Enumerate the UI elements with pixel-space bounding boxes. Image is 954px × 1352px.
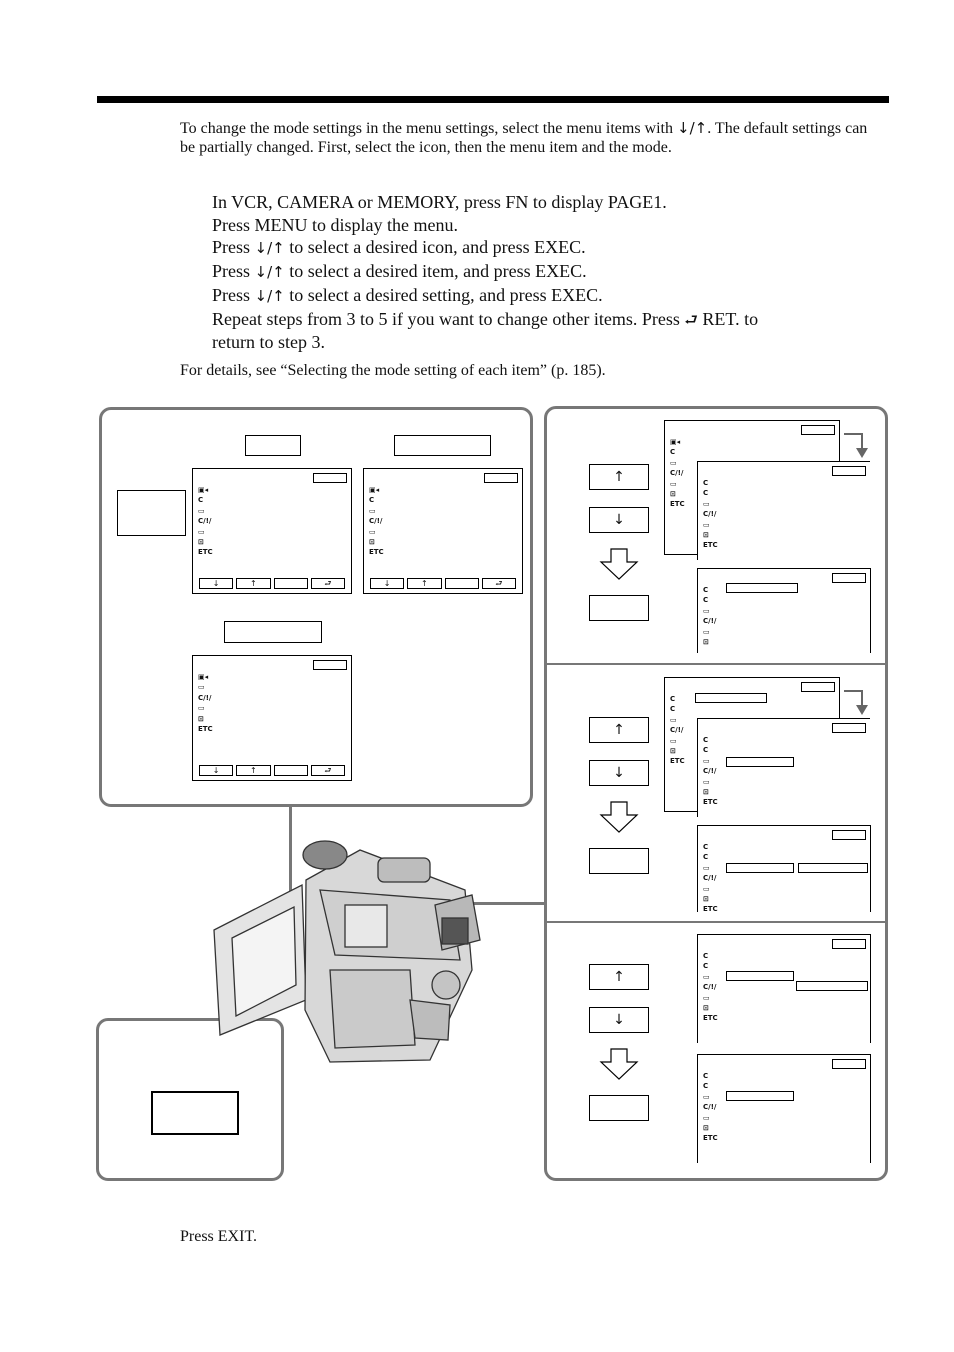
down-up-arrows-icon: ↓/↑ bbox=[254, 263, 285, 282]
step-5: Press ↓/↑ to select a desired setting, a… bbox=[212, 284, 603, 305]
up-button[interactable]: ↑ bbox=[589, 464, 649, 490]
corner-arrow-icon bbox=[844, 433, 868, 458]
return-button[interactable]: ⮐ bbox=[310, 578, 345, 589]
down-button[interactable]: ↓ bbox=[589, 1007, 649, 1033]
return-button[interactable]: ⮐ bbox=[310, 765, 345, 776]
lcd-menu-screen: ▣◂C▭ C/!/▭⊡ETC ↓↑ ⮐ bbox=[363, 468, 523, 594]
down-up-arrows-icon: ↓/↑ bbox=[254, 239, 285, 258]
return-button[interactable]: ⮐ bbox=[481, 578, 516, 589]
lcd-menu-screen: ▣◂▭C/!/ ▭⊡ETC ↓↑ ⮐ bbox=[192, 655, 352, 781]
step-6-cont: return to step 3. bbox=[212, 332, 325, 353]
up-button[interactable]: ↑ bbox=[236, 578, 271, 589]
step-6: Repeat steps from 3 to 5 if you want to … bbox=[212, 308, 759, 329]
down-button[interactable]: ↓ bbox=[370, 578, 405, 589]
divider bbox=[547, 663, 885, 665]
connector-line bbox=[289, 807, 292, 947]
down-arrow-icon bbox=[599, 548, 639, 580]
section-rule bbox=[97, 96, 889, 103]
menu-icon-column: ▣◂C▭ C/!/▭⊡ETC bbox=[369, 486, 384, 557]
label-box bbox=[245, 435, 301, 456]
return-icon: ⮐ bbox=[684, 310, 698, 329]
corner-arrow-icon bbox=[844, 690, 868, 715]
up-button[interactable]: ↑ bbox=[407, 578, 442, 589]
down-arrow-icon bbox=[599, 801, 639, 833]
down-button[interactable]: ↓ bbox=[589, 507, 649, 533]
exec-button[interactable] bbox=[444, 578, 479, 589]
step-2: Press MENU to display the menu. bbox=[212, 214, 458, 235]
down-up-arrows-icon: ↓/↑ bbox=[254, 286, 285, 305]
menu-icon-column: ▣◂▭C/!/ ▭⊡ETC bbox=[198, 673, 213, 734]
exit-panel bbox=[96, 1018, 284, 1181]
step-4: Press ↓/↑ to select a desired item, and … bbox=[212, 261, 587, 282]
step-1: In VCR, CAMERA or MEMORY, press FN to di… bbox=[212, 192, 667, 212]
label-box bbox=[151, 1091, 239, 1135]
up-button[interactable]: ↑ bbox=[589, 717, 649, 743]
step-3: Press ↓/↑ to select a desired icon, and … bbox=[212, 237, 586, 258]
down-arrow-icon bbox=[599, 1048, 639, 1080]
steps-list: In VCR, CAMERA or MEMORY, press FN to di… bbox=[212, 191, 872, 354]
up-button[interactable]: ↑ bbox=[589, 964, 649, 990]
down-button[interactable]: ↓ bbox=[199, 578, 234, 589]
down-up-arrows-icon: ↓/↑ bbox=[677, 119, 708, 137]
exec-button[interactable] bbox=[589, 1095, 649, 1121]
down-button[interactable]: ↓ bbox=[199, 765, 234, 776]
label-box bbox=[394, 435, 491, 456]
lcd-menu-screen: ▣◂C▭ C/!/▭⊡ETC ↓↑ ⮐ bbox=[192, 468, 352, 594]
camcorder-illustration bbox=[213, 840, 481, 1063]
exec-button[interactable] bbox=[589, 595, 649, 621]
label-box bbox=[117, 490, 186, 536]
exec-button[interactable] bbox=[589, 848, 649, 874]
menu-icon-column: ▣◂C▭ C/!/▭⊡ETC bbox=[198, 486, 213, 557]
label-box bbox=[224, 621, 322, 643]
divider bbox=[547, 921, 885, 923]
details-note: For details, see “Selecting the mode set… bbox=[180, 362, 606, 379]
exit-instruction: Press EXIT. bbox=[180, 1228, 258, 1245]
exec-button[interactable] bbox=[273, 765, 308, 776]
intro-paragraph: To change the mode settings in the menu … bbox=[180, 119, 868, 156]
down-button[interactable]: ↓ bbox=[589, 760, 649, 786]
exec-button[interactable] bbox=[273, 578, 308, 589]
up-button[interactable]: ↑ bbox=[236, 765, 271, 776]
